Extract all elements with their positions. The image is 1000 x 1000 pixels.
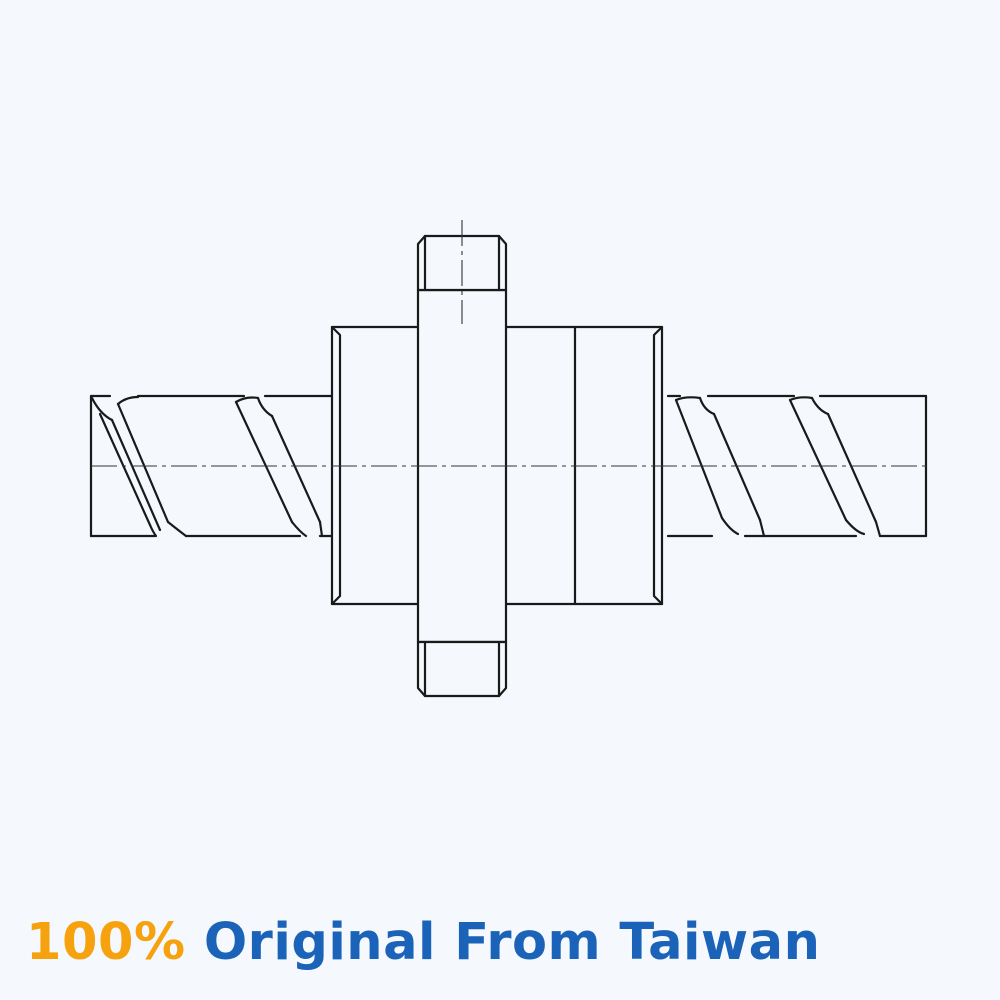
tagline-main: Original From Taiwan: [203, 913, 821, 972]
nut-flange: [416, 220, 508, 698]
tagline: 100% Original From Taiwan: [26, 908, 976, 978]
tagline-accent: 100%: [26, 913, 186, 972]
screw-shaft-right: [666, 394, 928, 538]
screw-shaft-left: [89, 394, 334, 538]
